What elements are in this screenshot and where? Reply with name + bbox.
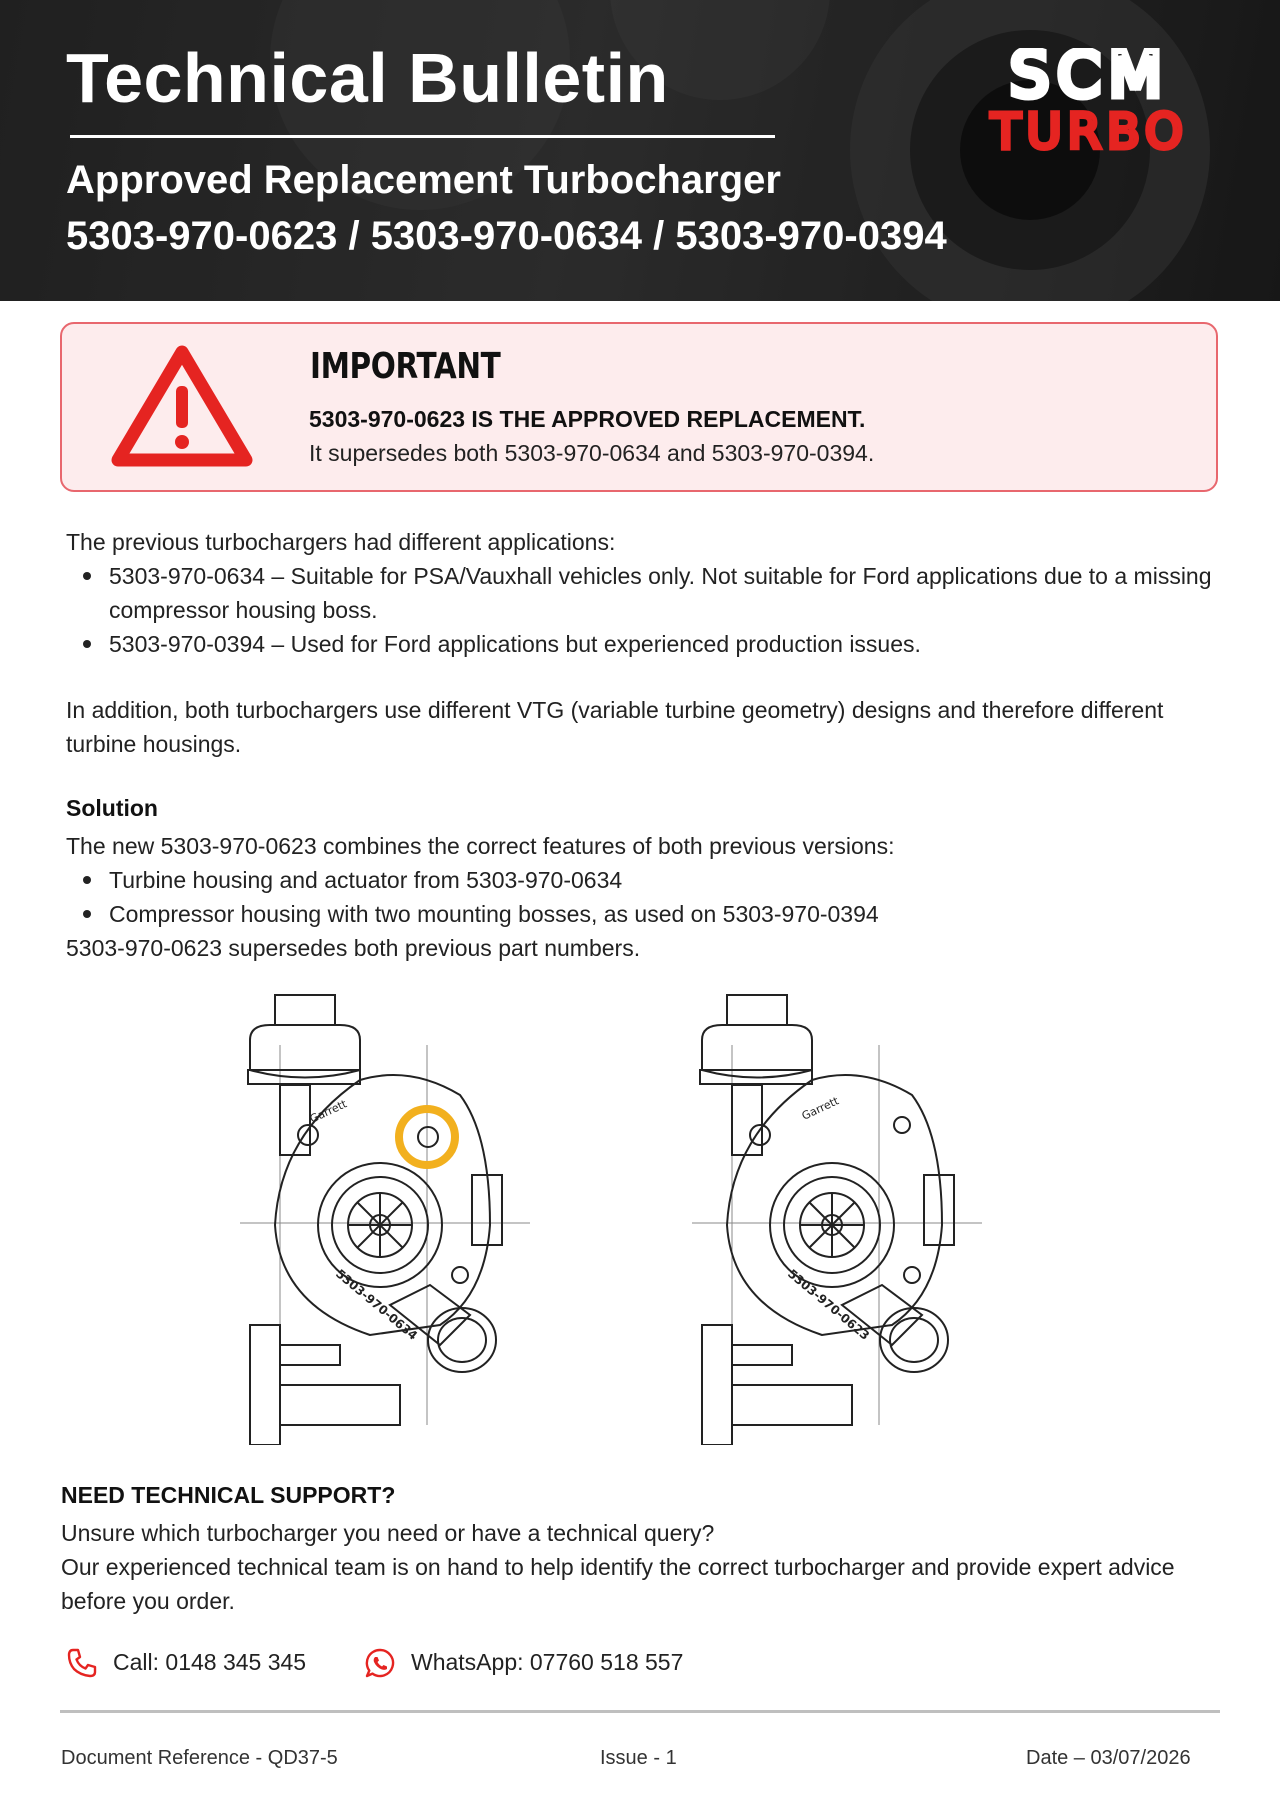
important-notice: IMPORTANT 5303-970-0623 IS THE APPROVED … — [60, 322, 1218, 492]
scm-turbo-logo: SCM TURBO — [988, 48, 1189, 153]
title-underline — [70, 135, 775, 138]
part-stamp-left: 5303-970-0634 — [333, 1267, 420, 1343]
turbo-drawing-new: Garrett 5303-970-0623 — [692, 994, 982, 1445]
solution-lead: The new 5303-970-0623 combines the corre… — [66, 833, 895, 859]
call-link[interactable]: Call: 0148 345 345 — [66, 1645, 326, 1681]
intro-bullet-list: 5303-970-0634 – Suitable for PSA/Vauxhal… — [66, 559, 1239, 661]
part-numbers-heading: 5303-970-0623 / 5303-970-0634 / 5303-970… — [66, 214, 947, 258]
solution-section: The new 5303-970-0623 combines the corre… — [66, 829, 1239, 965]
document-date: Date – 03/07/2026 — [1026, 1747, 1191, 1769]
turbo-drawing-old: Garrett 5303-970-0634 — [240, 994, 530, 1445]
whatsapp-icon — [365, 1648, 395, 1678]
support-text: Unsure which turbocharger you need or ha… — [61, 1516, 1211, 1618]
page-title: Technical Bulletin — [66, 39, 669, 117]
issue-number: Issue - 1 — [600, 1747, 677, 1769]
garrett-mark: Garrett — [308, 1097, 350, 1126]
highlight-ring — [395, 1105, 459, 1169]
whatsapp-label: WhatsApp: 07760 518 557 — [411, 1649, 684, 1675]
document-reference: Document Reference - QD37-5 — [61, 1747, 338, 1769]
svg-text:SCM: SCM — [1010, 48, 1170, 111]
footer-divider — [60, 1710, 1220, 1713]
intro-section: The previous turbochargers had different… — [66, 525, 1239, 661]
whatsapp-link[interactable]: WhatsApp: 07760 518 557 — [364, 1645, 724, 1681]
list-item: 5303-970-0634 – Suitable for PSA/Vauxhal… — [66, 559, 1239, 627]
call-label: Call: 0148 345 345 — [113, 1649, 307, 1675]
important-heading: IMPORTANT — [310, 346, 501, 387]
important-supersede-note: It supersedes both 5303-970-0634 and 530… — [309, 440, 875, 466]
header-banner: Technical Bulletin Approved Replacement … — [0, 0, 1280, 301]
solution-bullet-list: Turbine housing and actuator from 5303-9… — [66, 863, 1239, 931]
support-heading: NEED TECHNICAL SUPPORT? — [61, 1482, 396, 1508]
solution-closing: 5303-970-0623 supersedes both previous p… — [66, 935, 641, 961]
intro-lead: The previous turbochargers had different… — [66, 529, 616, 555]
page-subtitle: Approved Replacement Turbocharger — [66, 158, 781, 202]
warning-triangle-icon — [111, 345, 253, 467]
phone-icon — [67, 1648, 97, 1678]
support-line-1: Unsure which turbocharger you need or ha… — [61, 1520, 715, 1546]
support-line-2: Our experienced technical team is on han… — [61, 1554, 1175, 1614]
turbo-background-photo — [0, 0, 1280, 301]
list-item: Turbine housing and actuator from 5303-9… — [66, 863, 1239, 897]
vtg-paragraph: In addition, both turbochargers use diff… — [66, 697, 1164, 757]
svg-text:TURBO: TURBO — [990, 104, 1189, 153]
solution-heading: Solution — [66, 795, 158, 821]
garrett-mark: Garrett — [800, 1094, 842, 1123]
part-stamp-right: 5303-970-0623 — [785, 1267, 872, 1343]
important-statement: 5303-970-0623 IS THE APPROVED REPLACEMEN… — [309, 406, 866, 432]
list-item: 5303-970-0394 – Used for Ford applicatio… — [66, 627, 1239, 661]
list-item: Compressor housing with two mounting bos… — [66, 897, 1239, 931]
